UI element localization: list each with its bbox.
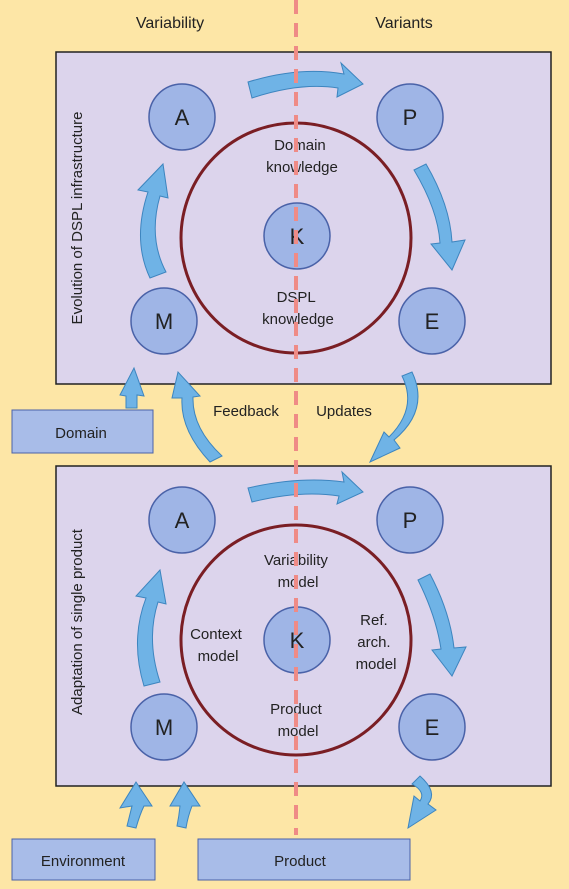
bottom-node-p-letter: P bbox=[403, 508, 418, 533]
bottom-node-k-letter: K bbox=[290, 628, 305, 653]
bottom-cycle-arrows bbox=[135, 470, 467, 687]
bottom-panel-side-label: Adaptation of single product bbox=[69, 528, 86, 715]
domain-to-monitor-arrow bbox=[119, 366, 145, 409]
bottom-node-k: K bbox=[263, 606, 331, 674]
product-box-label: Product bbox=[274, 853, 327, 870]
top-node-m: M bbox=[130, 287, 198, 355]
bottom-ring-left-label: Context model bbox=[190, 626, 246, 665]
top-node-e: E bbox=[398, 287, 466, 355]
bottom-node-e-letter: E bbox=[425, 715, 440, 740]
top-panel-side-label: Evolution of DSPL infrastructure bbox=[69, 112, 86, 325]
top-arrow-m-to-a bbox=[137, 162, 169, 279]
bottom-ring-right-label: Ref. arch. model bbox=[356, 612, 397, 673]
top-node-p-letter: P bbox=[403, 105, 418, 130]
bottom-arrow-p-to-e bbox=[417, 573, 467, 677]
bottom-arrow-m-to-a bbox=[135, 568, 167, 687]
bottom-ring-bottom-label: Product model bbox=[270, 701, 326, 740]
top-arrow-p-to-e bbox=[413, 163, 466, 271]
bottom-panel: Adaptation of single product A P M E K bbox=[55, 465, 552, 787]
top-ring-bottom-label: DSPL knowledge bbox=[262, 289, 334, 328]
feedback-label: Feedback bbox=[213, 403, 279, 420]
product-arrow bbox=[407, 775, 437, 830]
environment-arrow-1 bbox=[118, 781, 153, 829]
top-cycle-arrows bbox=[137, 61, 466, 279]
environment-arrow-2 bbox=[169, 781, 201, 829]
updates-label: Updates bbox=[316, 403, 372, 420]
bottom-knowledge-ring bbox=[179, 523, 413, 757]
top-panel: Evolution of DSPL infrastructure A P M E bbox=[55, 51, 552, 385]
bottom-node-e: E bbox=[398, 693, 466, 761]
bottom-node-a: A bbox=[148, 486, 216, 554]
bottom-node-m: M bbox=[130, 693, 198, 761]
top-node-p: P bbox=[376, 83, 444, 151]
bottom-node-p: P bbox=[376, 486, 444, 554]
bottom-node-m-letter: M bbox=[155, 715, 173, 740]
top-ring-top-label: Domain knowledge bbox=[266, 137, 338, 176]
top-node-e-letter: E bbox=[425, 309, 440, 334]
variability-header: Variability bbox=[136, 15, 204, 32]
environment-box-label: Environment bbox=[41, 853, 126, 870]
feedback-arrow bbox=[171, 370, 223, 463]
product-box: Product bbox=[197, 838, 411, 881]
top-arrow-a-to-p bbox=[247, 61, 364, 99]
bottom-node-a-letter: A bbox=[175, 508, 190, 533]
bottom-arrow-a-to-p bbox=[247, 470, 364, 505]
environment-box: Environment bbox=[11, 838, 156, 881]
domain-box-label: Domain bbox=[55, 425, 107, 442]
top-node-a: A bbox=[148, 83, 216, 151]
variants-header: Variants bbox=[375, 15, 433, 32]
updates-arrow bbox=[368, 371, 419, 464]
top-node-m-letter: M bbox=[155, 309, 173, 334]
top-node-a-letter: A bbox=[175, 105, 190, 130]
domain-box: Domain bbox=[11, 409, 154, 454]
